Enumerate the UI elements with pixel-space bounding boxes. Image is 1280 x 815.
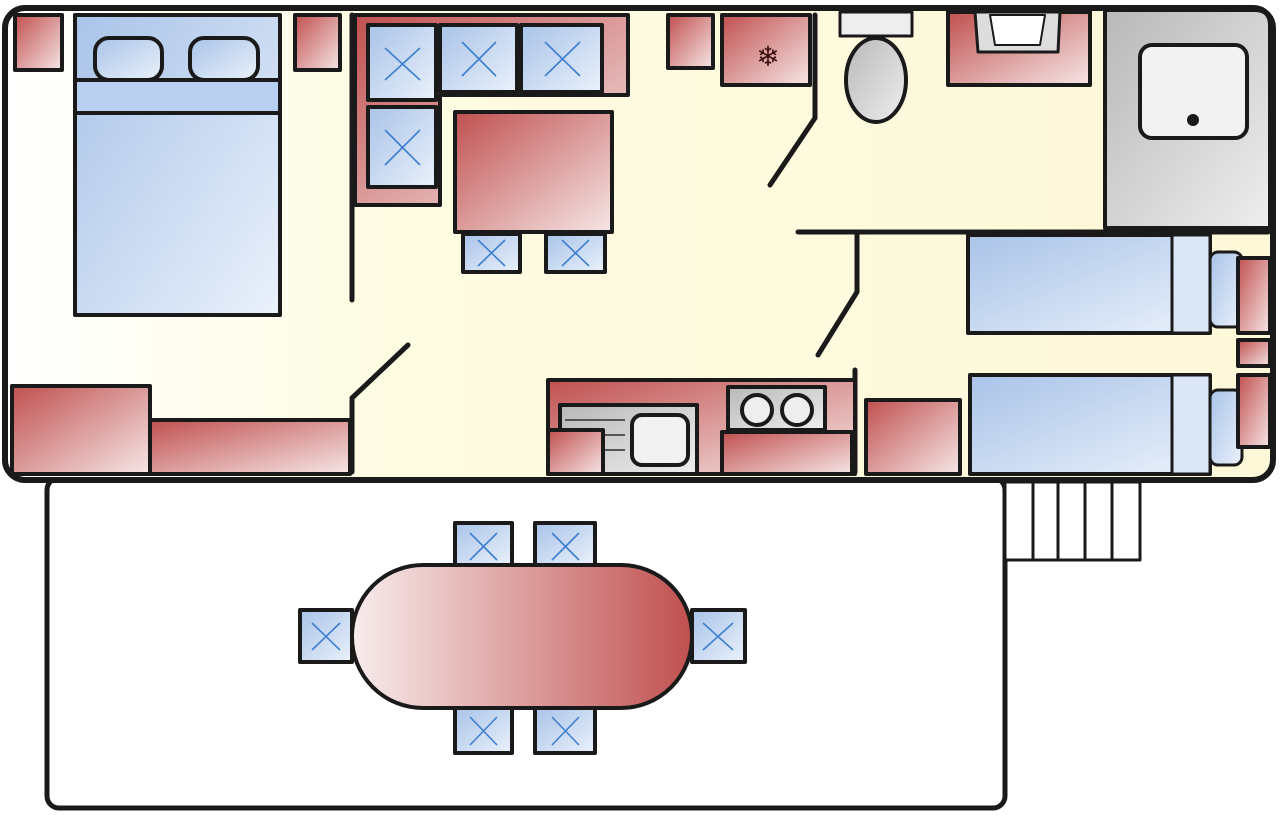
wall — [349, 12, 411, 475]
terrace-table — [350, 563, 694, 710]
steps — [1003, 480, 1142, 562]
cabinet — [293, 13, 342, 72]
snowflake-icon: ❄ — [756, 40, 779, 73]
cabinet — [666, 13, 715, 70]
mobile-home — [2, 5, 1276, 483]
toilet-icon — [838, 10, 914, 124]
wardrobe — [148, 418, 352, 476]
hob-icon — [726, 385, 827, 432]
chairs — [461, 232, 607, 274]
nightstand — [1236, 338, 1272, 368]
cabinet — [720, 430, 854, 476]
nightstand — [1236, 256, 1272, 335]
cabinet — [546, 428, 605, 476]
seat-cushions — [366, 23, 604, 189]
single-bed — [968, 373, 1244, 476]
fridge: ❄ — [720, 13, 812, 87]
sink-icon — [946, 10, 1092, 87]
cabinet — [864, 398, 962, 476]
wall — [795, 229, 1271, 358]
wardrobe — [10, 384, 152, 476]
wall — [767, 12, 818, 188]
dining-table — [453, 110, 614, 234]
shower-icon — [1103, 8, 1272, 230]
cabinet — [13, 13, 64, 72]
double-bed — [73, 13, 282, 317]
nightstand — [1236, 373, 1272, 449]
single-bed — [966, 233, 1244, 335]
